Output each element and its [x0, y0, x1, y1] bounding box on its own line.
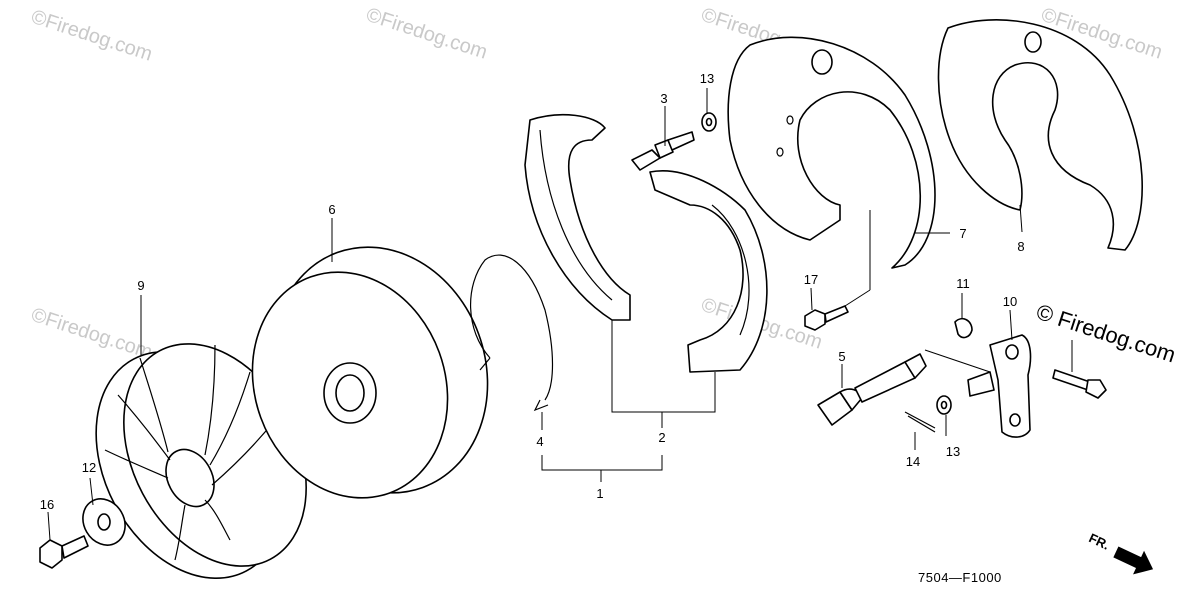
watermark: ©Firedog.com [363, 4, 490, 64]
callout-8: 8 [1017, 239, 1024, 254]
front-arrow-icon [1113, 546, 1154, 575]
callout-2: 2 [658, 430, 665, 445]
front-indicator-label: FR. [1087, 530, 1112, 552]
callout-13-top: 13 [700, 71, 714, 86]
dust-cover-part [937, 19, 1143, 251]
callout-4: 4 [536, 434, 543, 449]
callout-6: 6 [328, 202, 335, 217]
bolt-part-17 [804, 305, 849, 331]
callout-labels: 1 2 3 4 5 6 7 8 9 10 11 12 13 13 14 16 1… [40, 71, 1025, 512]
callout-9: 9 [137, 278, 144, 293]
arm-bolt-part [1052, 369, 1107, 399]
cooling-cover-part [95, 343, 307, 580]
cam-shaft-part [817, 353, 927, 426]
figure-code: 7504—F1000 [918, 570, 1002, 585]
clip-part-11 [954, 318, 973, 339]
washer-part-13-top [701, 112, 717, 132]
leader-lines [47, 88, 1073, 541]
watermark-large: © Firedog.com [1033, 299, 1178, 367]
callout-14: 14 [906, 454, 920, 469]
washer-part-12 [82, 498, 126, 546]
callout-10: 10 [1003, 294, 1017, 309]
brake-shoe-left [524, 113, 631, 321]
callout-3: 3 [660, 91, 667, 106]
callout-5: 5 [838, 349, 845, 364]
brake-arm-part [967, 334, 1032, 438]
washer-part-13-bottom [936, 395, 952, 415]
brake-drum-part [251, 246, 489, 499]
pin-part-3 [631, 131, 695, 171]
watermark: ©Firedog.com [28, 304, 155, 364]
callout-13-bottom: 13 [946, 444, 960, 459]
brake-shoe-right [649, 170, 768, 373]
spring-part [469, 254, 554, 412]
backing-plate-part [727, 36, 936, 269]
watermark: ©Firedog.com [28, 6, 155, 66]
callout-16: 16 [40, 497, 54, 512]
bolt-part-16 [39, 535, 89, 569]
callout-12: 12 [82, 460, 96, 475]
callout-1: 1 [596, 486, 603, 501]
callout-7: 7 [959, 226, 966, 241]
callout-17: 17 [804, 272, 818, 287]
front-arrow: FR. [1087, 530, 1154, 575]
callout-11: 11 [956, 276, 970, 291]
cotter-pin-part-14 [904, 411, 936, 433]
